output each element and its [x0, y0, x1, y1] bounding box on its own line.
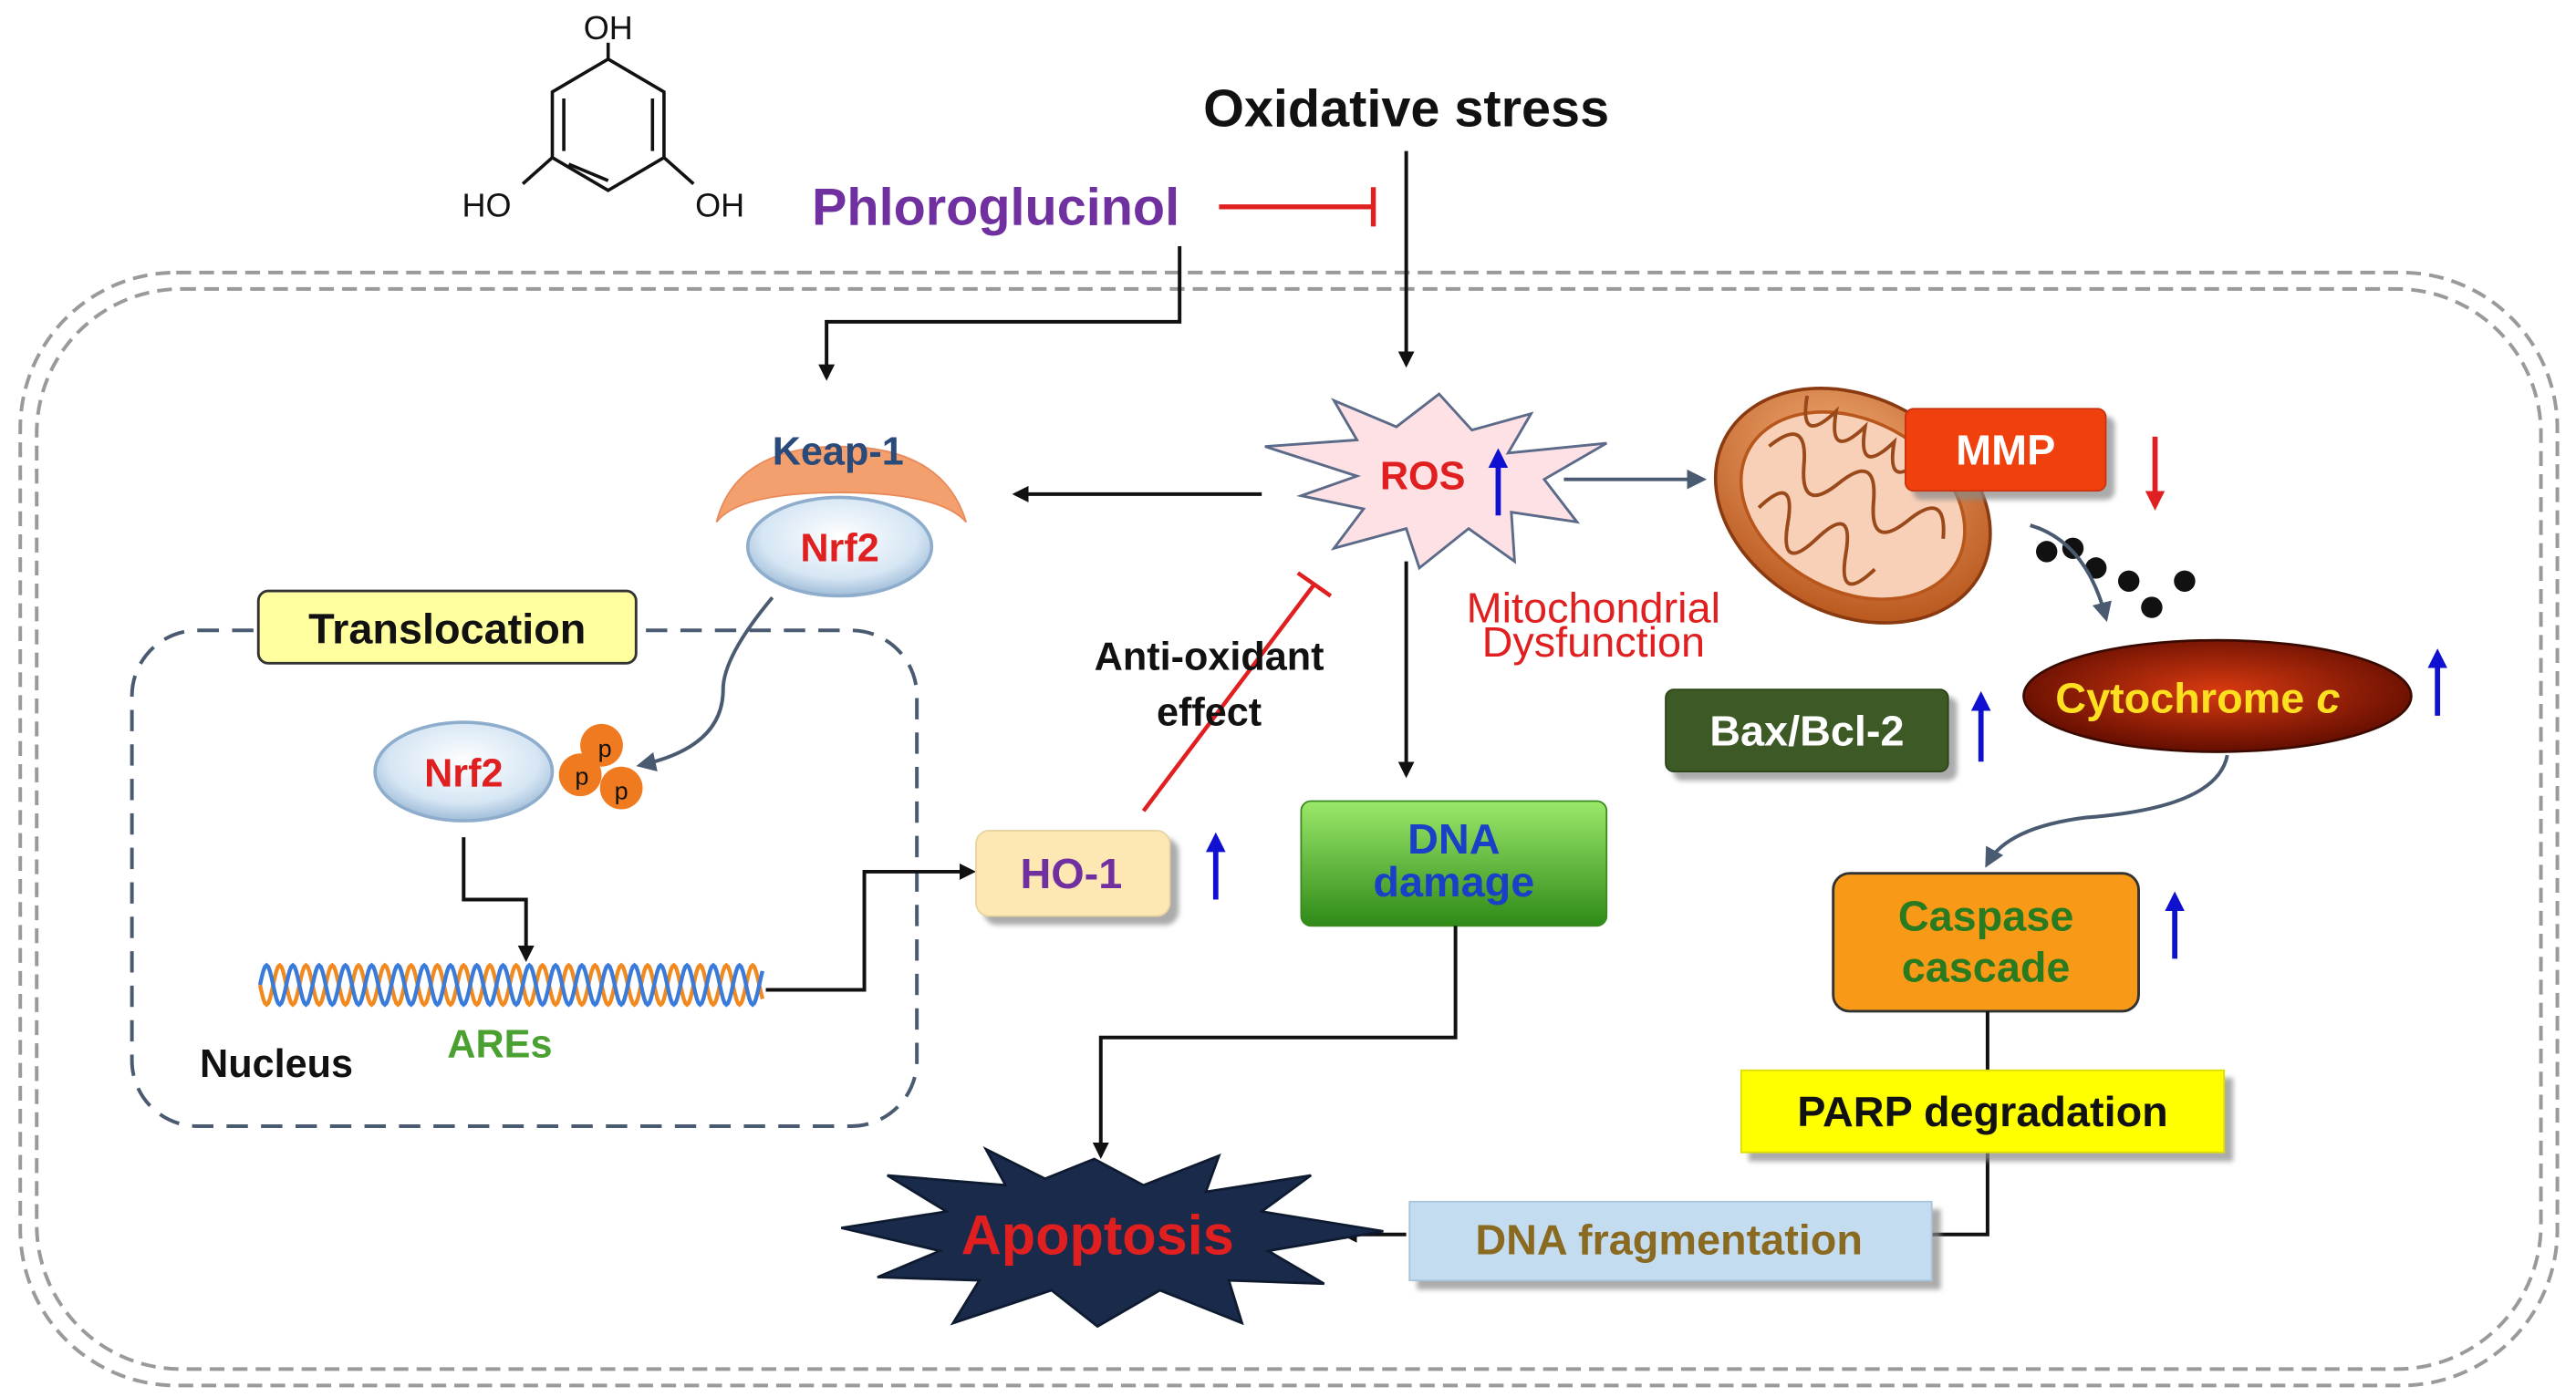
translocation-arrow — [636, 596, 774, 771]
ho1-inhibit-line — [1141, 583, 1316, 812]
helix-strand — [257, 962, 765, 1008]
keap1-shape — [715, 445, 968, 523]
ares-to-ho1-arrow — [765, 863, 976, 992]
anti-oxidant-label-line1: Anti-oxidant — [1095, 635, 1324, 678]
bax-bcl2-label: Bax/Bcl-2 — [1709, 707, 1904, 754]
cell-membrane-outer — [18, 270, 2560, 1388]
helix-strand — [257, 962, 765, 1008]
mito-dysfunction-label-line1: Mitochondrial — [1467, 584, 1720, 631]
nrf2-nucleus-shape — [373, 720, 555, 823]
ho1-label: HO-1 — [1020, 850, 1122, 897]
oh-top-label: OH — [584, 9, 633, 47]
are-dna-helix — [257, 962, 765, 1008]
phosphate-group — [558, 723, 643, 810]
anti-oxidant-label-line2: effect — [1157, 691, 1262, 735]
cell-membrane-inner — [35, 286, 2543, 1371]
phospho-label-1: p — [598, 735, 612, 762]
mmp-box — [1904, 408, 2107, 492]
oh-left-label: HO — [462, 187, 511, 224]
mmp-label: MMP — [1956, 426, 2055, 473]
cytochrome-c-label: Cytochrome c — [2055, 674, 2340, 721]
phospho-label-2: p — [575, 763, 588, 791]
bax-bcl2-box — [1665, 688, 1949, 773]
cytochrome-release-dots — [2036, 537, 2196, 618]
phloroglucinol-to-keap-arrow — [818, 246, 1182, 381]
oh-right-label: OH — [695, 187, 744, 224]
oxidative-stress-label: Oxidative stress — [1203, 80, 1609, 139]
dna-damage-to-apoptosis-arrow — [1092, 926, 1458, 1159]
nrf2-complex-shape — [745, 495, 934, 598]
apoptosis-burst — [841, 1146, 1384, 1329]
nrf2-to-ares-arrow — [462, 837, 535, 962]
nrf2-nucleus-label: Nrf2 — [424, 751, 503, 795]
caspase-label-line2: cascade — [1902, 944, 2071, 991]
cytochrome-c-shape — [2022, 638, 2413, 753]
ros-burst — [1264, 392, 1607, 571]
caspase-label-line1: Caspase — [1898, 893, 2074, 940]
translocation-label: Translocation — [308, 605, 586, 653]
ho1-box — [975, 830, 1171, 917]
keap1-label: Keap-1 — [773, 429, 904, 473]
parp-degradation-label: PARP degradation — [1797, 1088, 2168, 1135]
ros-label: ROS — [1380, 454, 1466, 498]
ho1-inhibit-bar — [1296, 571, 1333, 598]
dna-damage-label-line2: damage — [1373, 858, 1534, 905]
apoptosis-label: Apoptosis — [961, 1204, 1234, 1266]
release-arrow — [2030, 523, 2112, 623]
cytochrome-to-caspase-arrow — [1985, 754, 2229, 868]
phloroglucinol-label: Phloroglucinol — [812, 179, 1179, 237]
ares-label: AREs — [447, 1022, 552, 1066]
dna-fragmentation-box — [1408, 1200, 1933, 1282]
nrf2-complex-label: Nrf2 — [800, 527, 878, 571]
dna-damage-label-line1: DNA — [1407, 815, 1500, 863]
phospho-label-3: p — [615, 778, 628, 805]
mitochondrion-icon — [1713, 387, 1992, 625]
mito-dysfunction-label-line2: Dysfunction — [1482, 618, 1705, 666]
translocation-box — [256, 589, 638, 665]
dna-fragmentation-label: DNA fragmentation — [1475, 1216, 1863, 1263]
nucleus-label: Nucleus — [200, 1042, 353, 1086]
parp-degradation-box — [1740, 1069, 2226, 1154]
phloroglucinol-structure — [521, 42, 695, 192]
